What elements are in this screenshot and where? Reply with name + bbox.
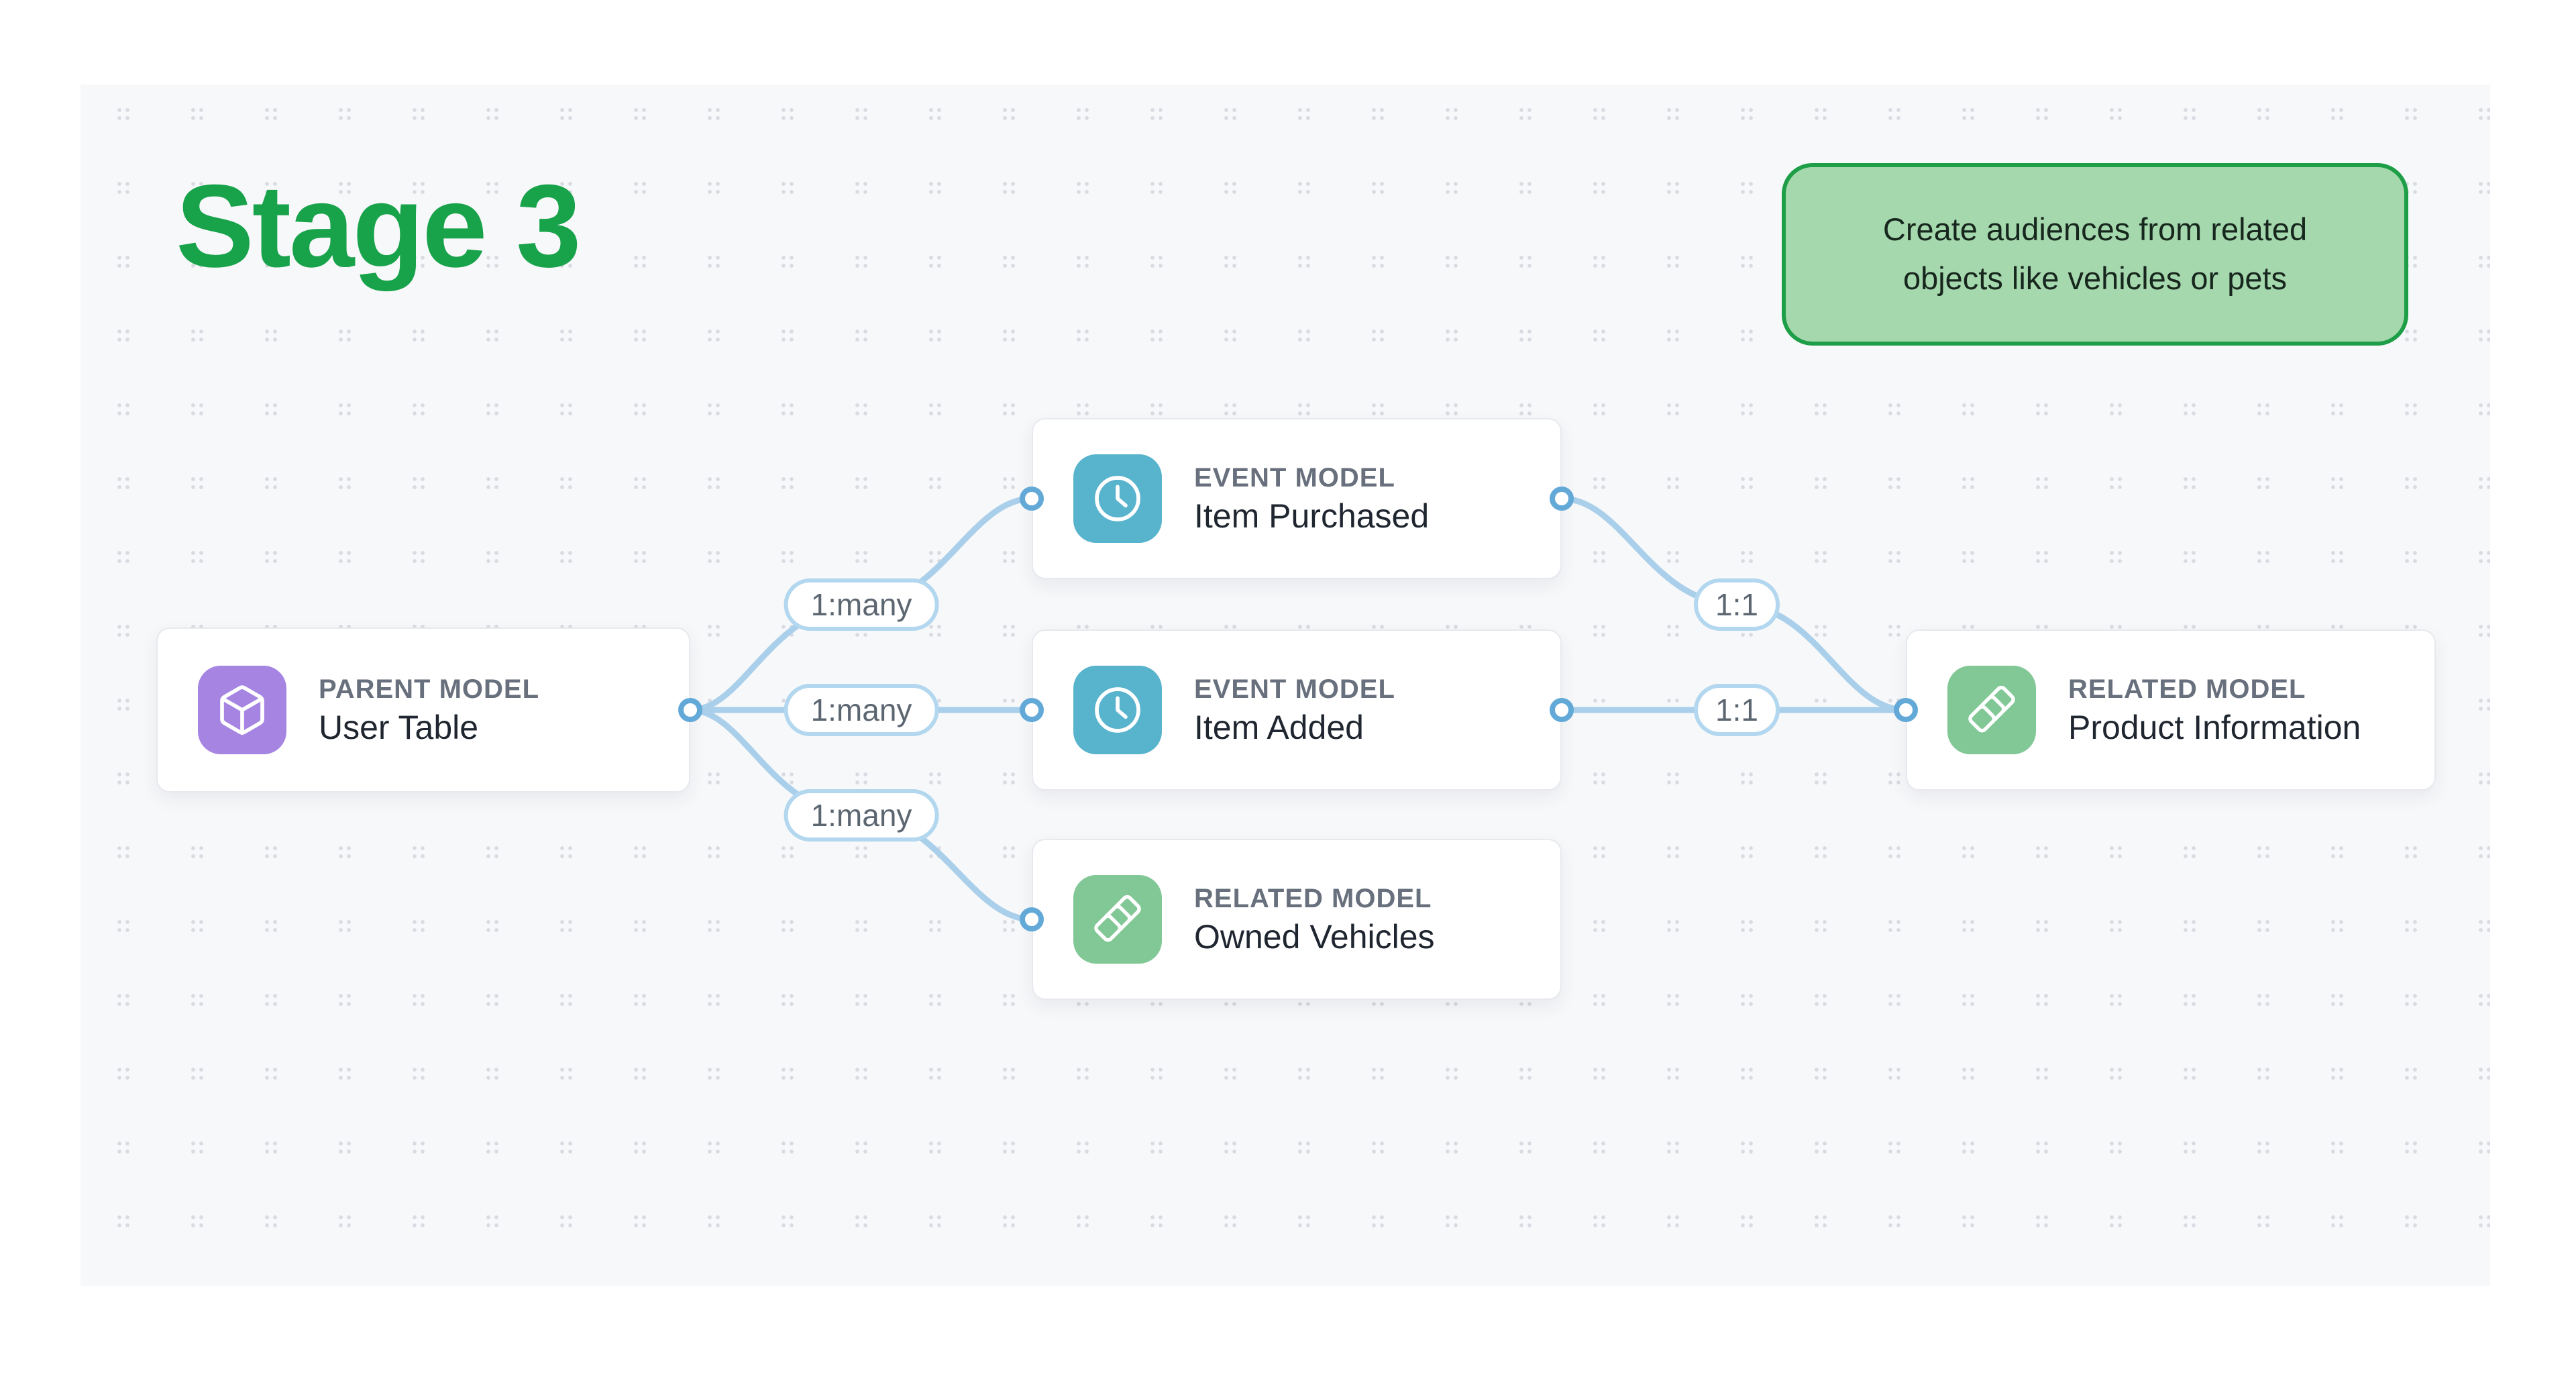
- stack-icon: [1947, 666, 2036, 754]
- connector-handle-user-table-out[interactable]: [678, 698, 702, 722]
- edge-label-one-to-one: 1:1: [1694, 578, 1780, 631]
- edge-label-one-to-many: 1:many: [784, 789, 939, 842]
- edge-label-one-to-many: 1:many: [784, 578, 939, 631]
- node-name-label: Item Added: [1194, 709, 1364, 746]
- stage-title: Stage 3: [176, 161, 581, 292]
- node-item-purchased[interactable]: EVENT MODEL Item Purchased: [1032, 418, 1562, 579]
- connector-handle-item-purchased-out[interactable]: [1550, 487, 1574, 511]
- node-name-label: Item Purchased: [1194, 497, 1430, 535]
- node-user-table[interactable]: PARENT MODEL User Table: [156, 627, 690, 793]
- callout-note-text: Create audiences from related objects li…: [1882, 211, 2308, 296]
- connector-handle-item-purchased-in[interactable]: [1020, 487, 1044, 511]
- clock-icon: [1073, 454, 1162, 543]
- node-type-label: PARENT MODEL: [319, 674, 540, 704]
- node-type-label: EVENT MODEL: [1194, 463, 1395, 493]
- clock-icon: [1073, 666, 1162, 754]
- node-item-added[interactable]: EVENT MODEL Item Added: [1032, 629, 1562, 791]
- connector-handle-owned-vehicles-in[interactable]: [1020, 907, 1044, 931]
- edge-label-one-to-one: 1:1: [1694, 684, 1780, 736]
- cube-icon: [198, 666, 286, 754]
- node-name-label: User Table: [319, 709, 479, 746]
- node-type-label: RELATED MODEL: [2068, 674, 2306, 704]
- node-type-label: EVENT MODEL: [1194, 674, 1395, 704]
- node-name-label: Product Information: [2068, 709, 2361, 746]
- connector-handle-item-added-out[interactable]: [1550, 698, 1574, 722]
- connector-handle-product-information-in[interactable]: [1894, 698, 1918, 722]
- node-type-label: RELATED MODEL: [1194, 884, 1432, 913]
- stack-icon: [1073, 875, 1162, 964]
- node-name-label: Owned Vehicles: [1194, 918, 1435, 956]
- callout-note: Create audiences from related objects li…: [1782, 163, 2408, 346]
- edge-label-one-to-many: 1:many: [784, 684, 939, 736]
- node-product-information[interactable]: RELATED MODEL Product Information: [1906, 629, 2436, 791]
- node-owned-vehicles[interactable]: RELATED MODEL Owned Vehicles: [1032, 839, 1562, 1000]
- connector-handle-item-added-in[interactable]: [1020, 698, 1044, 722]
